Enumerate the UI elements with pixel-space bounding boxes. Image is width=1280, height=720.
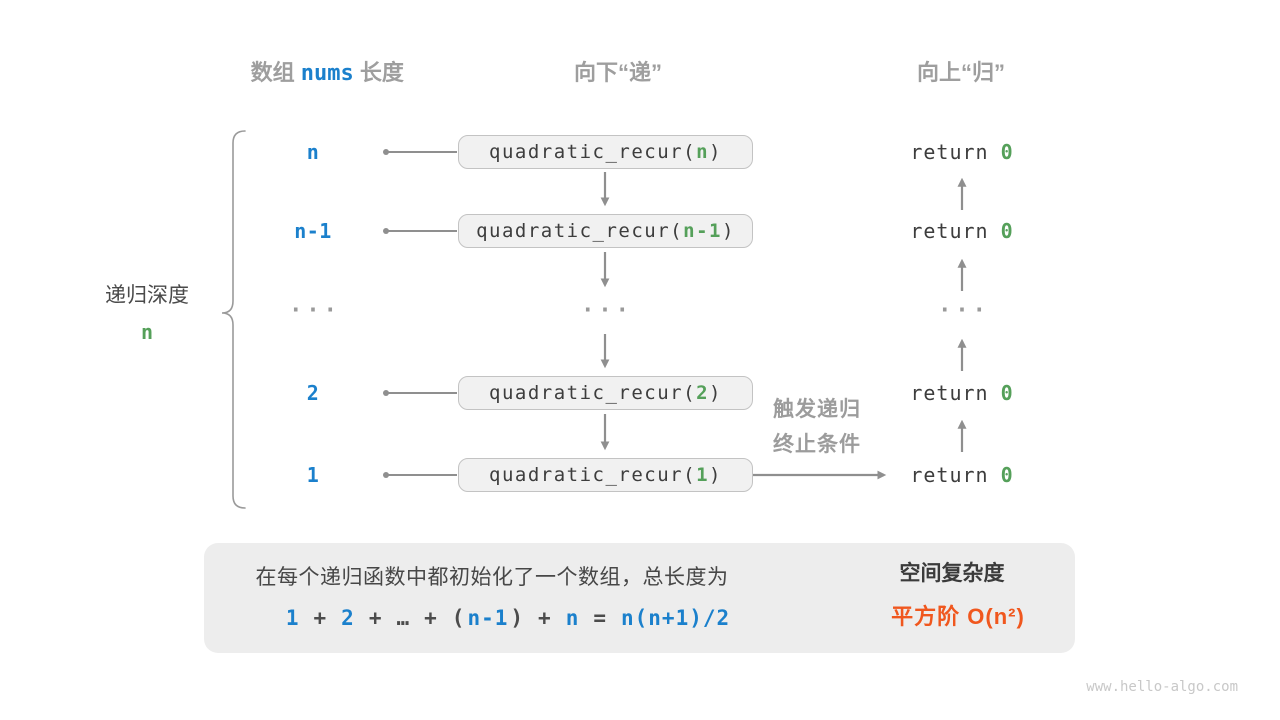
- depth-value: n: [140, 320, 154, 344]
- connector-dot: [383, 228, 389, 234]
- call-text: quadratic_recur(: [489, 141, 697, 163]
- return-keyword: return: [910, 219, 989, 243]
- call-arg: n-1: [683, 220, 722, 242]
- equation-token: 1: [285, 606, 300, 630]
- equation-token: n(n+1)/2: [621, 606, 731, 630]
- call-arg: 2: [696, 382, 710, 404]
- return-statement: return 0: [910, 463, 1013, 487]
- summary-panel: [204, 543, 1075, 653]
- equation-token: n: [565, 606, 580, 630]
- depth-label: 递归深度: [105, 284, 189, 307]
- equation-token: …: [396, 606, 411, 630]
- return-value: 0: [1000, 381, 1014, 405]
- header-array-length: 数组 nums 长度: [226, 29, 404, 113]
- return-value: 0: [1000, 140, 1014, 164]
- call-box: quadratic_recur(n): [458, 135, 753, 169]
- header-array-prefix: 数组: [250, 60, 295, 85]
- equation-token: +: [368, 606, 383, 630]
- call-text: ): [721, 220, 735, 242]
- length-label: 2: [306, 381, 320, 405]
- summary-description: 在每个递归函数中都初始化了一个数组，总长度为: [255, 566, 729, 589]
- call-arg: n: [696, 141, 710, 163]
- call-text: ): [709, 141, 722, 163]
- trigger-note-line2: 终止条件: [773, 433, 861, 456]
- connector-dot: [383, 472, 389, 478]
- ellipsis: ...: [938, 292, 990, 318]
- call-box: quadratic_recur(1): [458, 458, 753, 492]
- call-text: ): [709, 382, 722, 404]
- length-label: n: [306, 140, 320, 164]
- complexity-title: 空间复杂度: [899, 562, 1005, 585]
- header-downward: 向下“递”: [573, 60, 663, 85]
- connector-lines: [383, 149, 457, 478]
- call-text: ): [709, 464, 722, 486]
- call-text: quadratic_recur(: [476, 220, 684, 242]
- summary-equation: 1 + 2 + … + ( n-1 ) + n = n(n+1)/2: [279, 606, 737, 630]
- return-statement: return 0: [910, 219, 1013, 243]
- length-label: 1: [306, 463, 320, 487]
- connector-dot: [383, 390, 389, 396]
- call-text: quadratic_recur(: [489, 382, 697, 404]
- equation-token: n-1: [467, 606, 509, 630]
- return-keyword: return: [910, 140, 989, 164]
- call-arg: 1: [696, 464, 710, 486]
- equation-token: =: [593, 606, 607, 630]
- header-array-var: nums: [300, 61, 354, 86]
- equation-token: ): [510, 606, 525, 630]
- return-statement: return 0: [910, 381, 1013, 405]
- return-statement: return 0: [910, 140, 1013, 164]
- connector-dot: [383, 149, 389, 155]
- return-value: 0: [1000, 463, 1014, 487]
- return-keyword: return: [910, 381, 989, 405]
- ellipsis: ...: [289, 292, 341, 318]
- length-label: n-1: [294, 219, 332, 243]
- watermark: www.hello-algo.com: [1086, 679, 1238, 695]
- equation-token: 2: [341, 606, 355, 630]
- header-array-suffix: 长度: [359, 60, 404, 85]
- equation-token: (: [451, 606, 466, 630]
- equation-token: +: [313, 606, 328, 630]
- ellipsis: ...: [581, 292, 633, 318]
- equation-token: +: [424, 606, 438, 630]
- header-upward: 向上“归”: [916, 60, 1006, 85]
- trigger-note-line1: 触发递归: [773, 398, 861, 421]
- call-box: quadratic_recur(2): [458, 376, 753, 410]
- depth-brace: [221, 130, 246, 509]
- return-keyword: return: [910, 463, 989, 487]
- complexity-value: 平方阶 O(n²): [891, 604, 1025, 629]
- equation-token: +: [538, 606, 552, 630]
- call-text: quadratic_recur(: [489, 464, 697, 486]
- call-box: quadratic_recur(n-1): [458, 214, 753, 248]
- return-value: 0: [1000, 219, 1014, 243]
